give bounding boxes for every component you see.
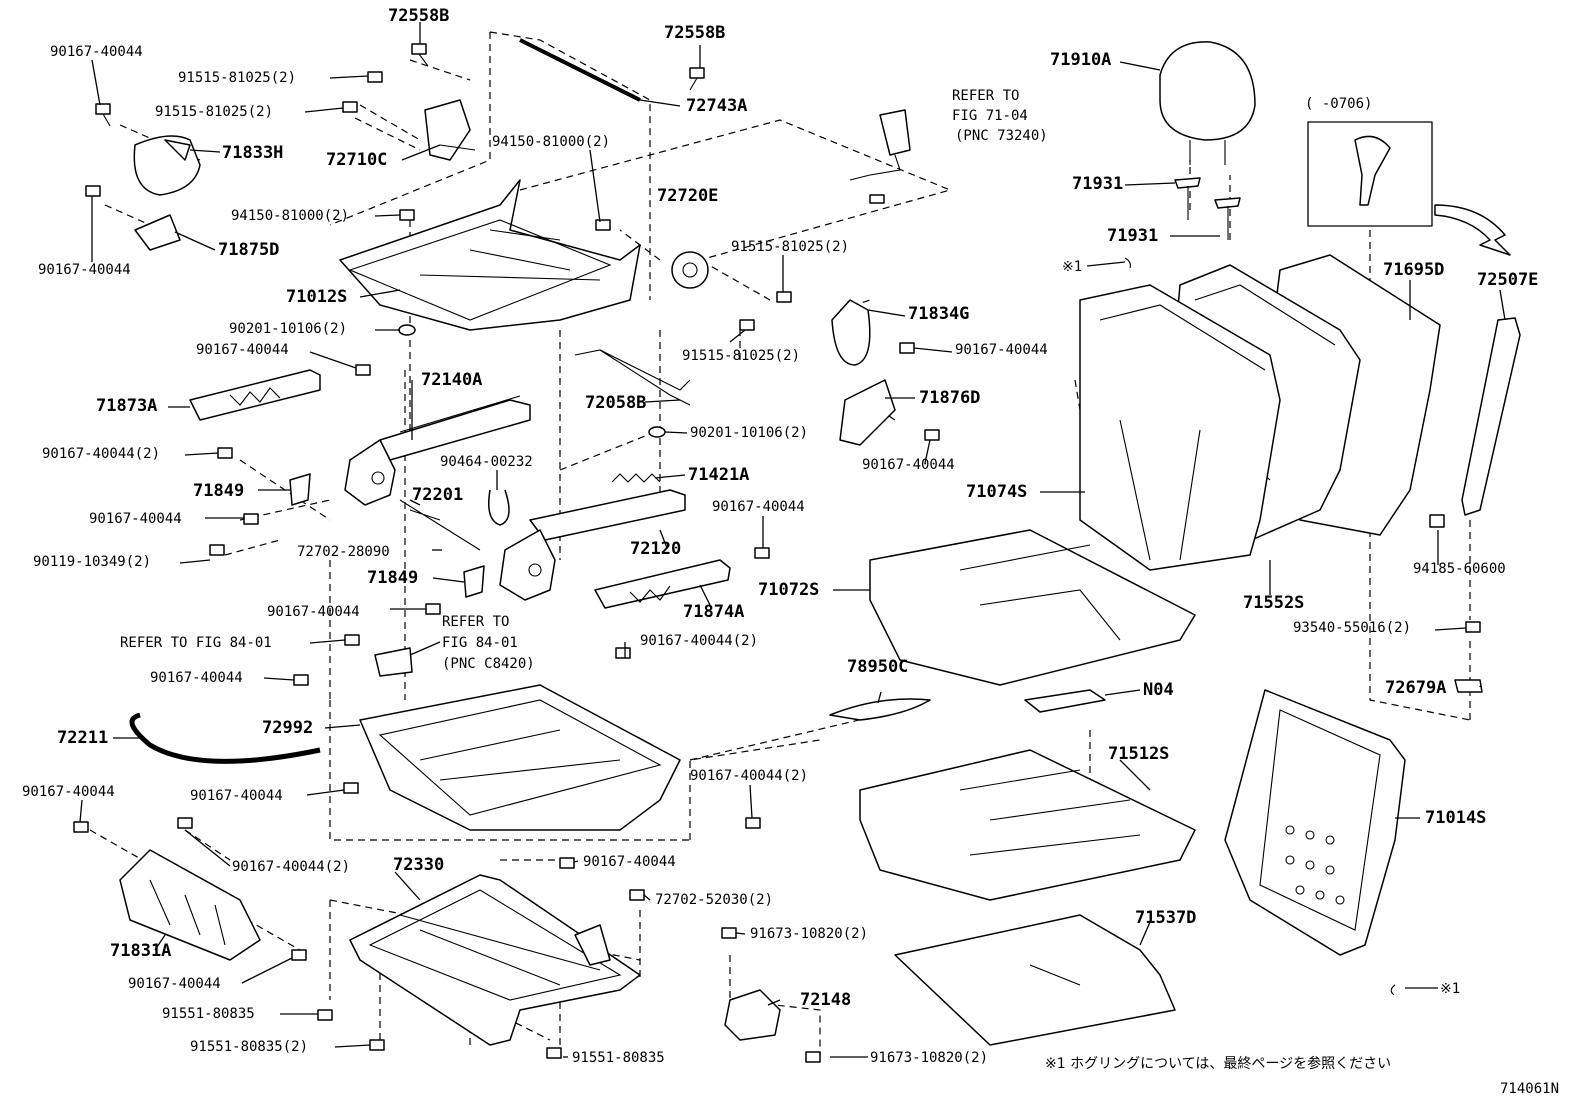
part-label: 90167-40044 [955, 342, 1048, 358]
part-label: 90167-40044(2) [42, 446, 161, 462]
part-label: 71849 [193, 481, 245, 501]
part-label: 72211 [57, 728, 109, 748]
part-label: 71875D [218, 240, 280, 260]
part-label: 78950C [847, 657, 909, 677]
part-label: 90167-40044 [150, 670, 243, 686]
part-label: 91551-80835 [572, 1050, 665, 1066]
part-label: 90167-40044 [712, 499, 805, 515]
part-label: REFER TO [952, 88, 1020, 104]
part-label: ( -0706) [1305, 96, 1373, 112]
bolt-90167-40044-a [95, 103, 111, 127]
part-label: 72992 [262, 718, 314, 738]
part-label: 72710C [326, 150, 388, 170]
part-label: 90167-40044 [267, 604, 360, 620]
label-leaders [79, 22, 1506, 1058]
bolt-72558b-b [689, 67, 705, 91]
part-label: 71537D [1135, 908, 1197, 928]
part-label: 71931 [1107, 226, 1159, 246]
part-label: 91515-81025(2) [178, 70, 297, 86]
part-label: 71873A [96, 396, 158, 416]
part-label: (PNC 73240) [955, 128, 1048, 144]
part-label: 71695D [1383, 260, 1445, 280]
part-label: 91673-10820(2) [870, 1050, 989, 1066]
part-label: 72679A [1385, 678, 1447, 698]
part-label: N04 [1143, 680, 1174, 700]
part-label: REFER TO [442, 614, 510, 630]
part-label: 91515-81025(2) [682, 348, 801, 364]
part-label: 90119-10349(2) [33, 554, 152, 570]
part-label: ※1 [1062, 259, 1083, 275]
part-label: 71931 [1072, 174, 1124, 194]
bolt-72558b-a [411, 43, 429, 67]
part-label: 90167-40044(2) [232, 859, 351, 875]
part-label: FIG 84-01 [442, 635, 518, 651]
part-label: 72140A [421, 370, 483, 390]
part-label: 71512S [1108, 744, 1170, 764]
part-label: 71910A [1050, 50, 1112, 70]
part-label: ※1 [1440, 981, 1461, 997]
part-label: 90167-40044 [862, 457, 955, 473]
part-label: 71831A [110, 941, 172, 961]
part-label: 71014S [1425, 808, 1487, 828]
part-label: 90167-40044 [196, 342, 289, 358]
part-label: 90167-40044 [128, 976, 221, 992]
part-label: 71874A [683, 602, 745, 622]
part-label: 90167-40044 [22, 784, 115, 800]
part-label: 90167-40044 [50, 44, 143, 60]
part-label: 72558B [664, 23, 726, 43]
part-label: 714061N [1500, 1081, 1560, 1097]
footnote: ※1 ホグリングについては、最終ページを参照ください [1045, 1056, 1392, 1072]
part-label: 90167-40044 [38, 262, 131, 278]
part-label: 71876D [919, 388, 981, 408]
part-label: 91673-10820(2) [750, 926, 869, 942]
part-label: 72201 [412, 485, 464, 505]
part-label: 72148 [800, 990, 852, 1010]
part-label: 94150-81000(2) [492, 134, 611, 150]
part-label: 71074S [966, 482, 1028, 502]
part-label: 90201-10106(2) [690, 425, 809, 441]
part-label: 72507E [1477, 270, 1539, 290]
part-label: 94185-60600 [1413, 561, 1506, 577]
part-label: 71552S [1243, 593, 1305, 613]
part-label: 94150-81000(2) [231, 208, 350, 224]
part-label: 71421A [688, 465, 750, 485]
part-label: 72120 [630, 539, 682, 559]
part-label: 71834G [908, 304, 970, 324]
part-label: 90167-40044 [190, 788, 283, 804]
part-shapes [73, 38, 1521, 1063]
part-label: FIG 71-04 [952, 108, 1028, 124]
part-label: 72743A [686, 96, 748, 116]
part-label: 71072S [758, 580, 820, 600]
part-label: 90167-40044(2) [690, 768, 809, 784]
part-label: 91551-80835 [162, 1006, 255, 1022]
part-label: 72058B [585, 393, 647, 413]
part-label: 91551-80835(2) [190, 1039, 309, 1055]
part-label: 71849 [367, 568, 419, 588]
part-label: 71833H [222, 143, 284, 163]
part-label: 72558B [388, 6, 450, 26]
part-label: 90167-40044 [89, 511, 182, 527]
part-label: 90167-40044(2) [640, 633, 759, 649]
part-label: 72702-28090 [297, 544, 390, 560]
part-label: (PNC C8420) [442, 656, 535, 672]
part-label: 91515-81025(2) [155, 104, 274, 120]
part-label: 72720E [657, 186, 719, 206]
part-label: 91515-81025(2) [731, 239, 850, 255]
part-label: 71012S [286, 287, 348, 307]
part-label: 72330 [393, 855, 445, 875]
part-label: 90201-10106(2) [229, 321, 348, 337]
part-label: 72702-52030(2) [655, 892, 774, 908]
part-label: REFER TO FIG 84-01 [120, 635, 272, 651]
part-label: 93540-55016(2) [1293, 620, 1412, 636]
part-label: 90167-40044 [583, 854, 676, 870]
part-label: 90464-00232 [440, 454, 533, 470]
